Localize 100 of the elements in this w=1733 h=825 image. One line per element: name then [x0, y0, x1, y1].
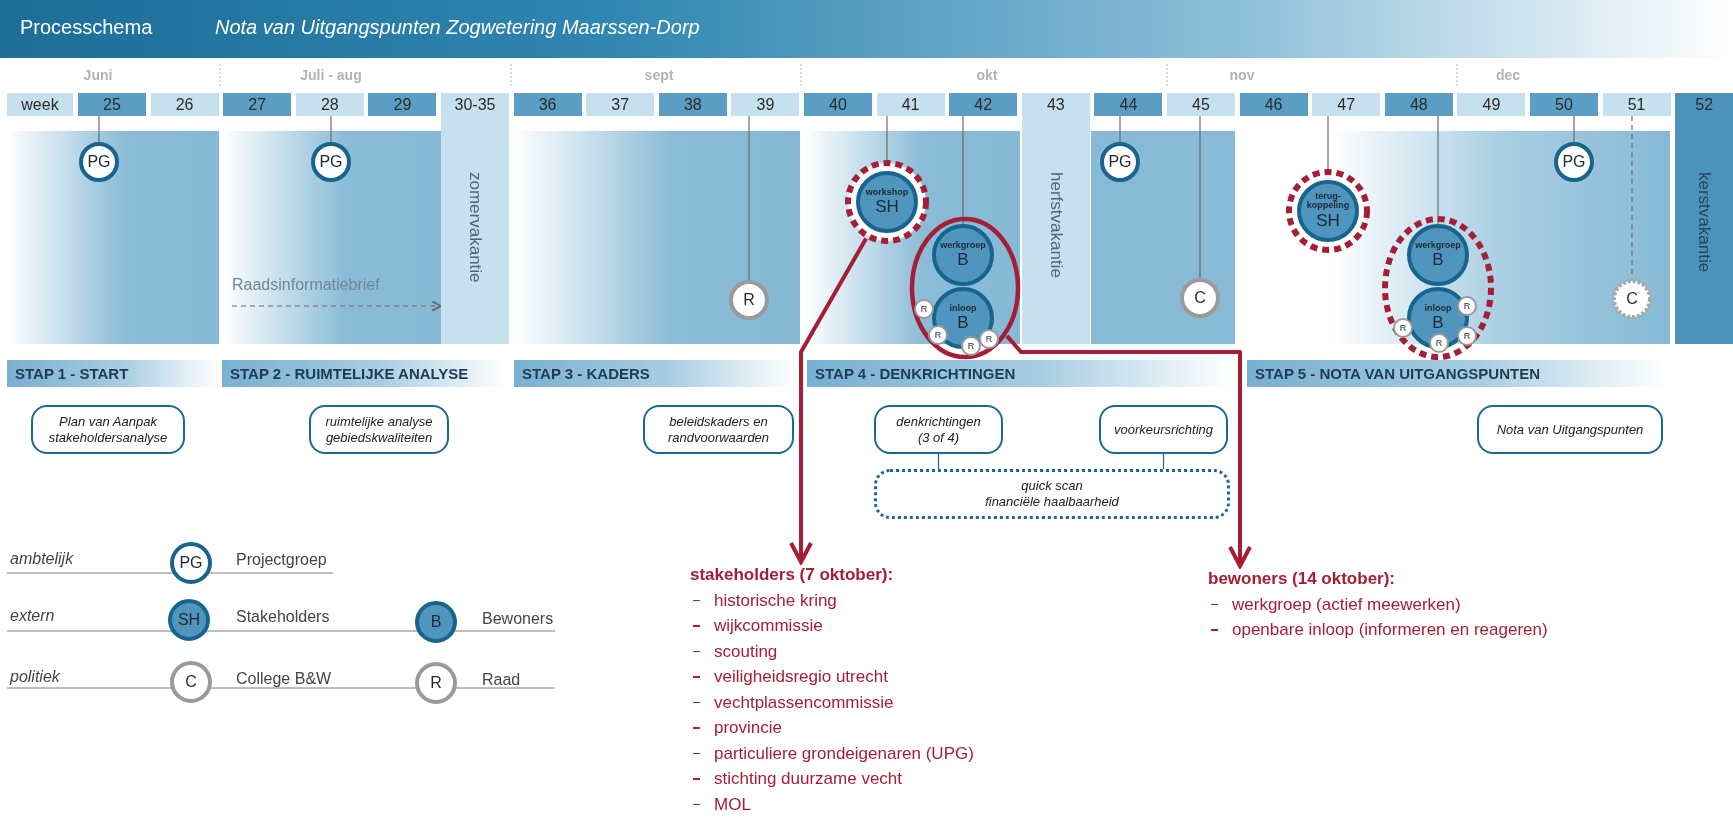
circle-caption: werkgroep [939, 240, 987, 250]
list-item: MOL [690, 791, 1080, 817]
circle-letter: SH [875, 196, 899, 217]
arrow [789, 237, 868, 564]
week-cell: 50 [1530, 93, 1598, 116]
week-cell: 42 [949, 93, 1018, 116]
meeting-circle [845, 160, 929, 244]
connector-line [1119, 115, 1121, 143]
circle-letter: B [957, 312, 969, 333]
legend-circle: PG [170, 542, 212, 584]
legend-circle: SH [168, 599, 210, 641]
node-label: Stakeholders [236, 608, 330, 626]
list-item: vechtplassencommissie [690, 689, 1080, 715]
connector-line [1327, 115, 1329, 170]
result-box: voorkeursrichting [1099, 405, 1228, 454]
category-label: ambtelijk [10, 550, 74, 568]
week-number: 30-35 [454, 95, 496, 115]
result-box: beleidskaders en randvoorwaarden [643, 405, 794, 454]
connector-line [886, 115, 888, 161]
node-label: College B&W [236, 670, 332, 688]
holiday-label: herfstvakantie [1045, 172, 1066, 278]
week-cell: 29 [368, 93, 437, 116]
connector-line [1573, 115, 1575, 143]
list-item: openbare inloop (informeren en reageren) [1208, 617, 1628, 643]
circle-letter: B [957, 249, 969, 270]
circle-caption: inloop [1423, 303, 1453, 313]
meeting-circle [1407, 224, 1469, 286]
circle-letter: B [1432, 249, 1444, 270]
holiday-label: zomervakantie [465, 172, 485, 283]
dashed-arrow [231, 300, 442, 312]
node-label: Projectgroep [236, 551, 327, 569]
week-cell: 47 [1312, 93, 1381, 116]
circle-letter: SH [1316, 210, 1340, 231]
dotted-box [874, 469, 1230, 519]
connector-line [748, 115, 750, 281]
legend-circle: B [415, 601, 457, 643]
legend-circle: R [415, 662, 457, 704]
connector-line [962, 115, 964, 225]
connector-line [1437, 115, 1439, 225]
week-cell: 36 [513, 93, 582, 116]
circle-caption: inloop [948, 303, 978, 313]
meeting-circle: C [1180, 278, 1220, 318]
list-item: historische kring [690, 587, 1080, 613]
month-label: nov [1229, 67, 1255, 83]
meeting-circle: PG [311, 142, 351, 182]
week-cell: 25 [78, 93, 146, 116]
list-item: particuliere grondeigenaren (UPG) [690, 740, 1080, 766]
result-box: denkrichtingen (3 of 4) [874, 405, 1003, 454]
holiday-label: kerstvakantie [1694, 172, 1715, 273]
list-item: veiligheidsregio utrecht [690, 664, 1080, 690]
box-text: financiële haalbaarheid [985, 494, 1119, 510]
week-cell: 39 [731, 93, 800, 116]
diagram-title: Processchema [20, 16, 153, 39]
week-cell: 51 [1602, 93, 1671, 116]
node-label: Raad [482, 671, 521, 689]
month-label: Juli - aug [300, 67, 362, 83]
node-label: Bewoners [482, 610, 554, 628]
week-cell: 37 [586, 93, 655, 116]
meeting-circle: PG [1100, 142, 1140, 182]
week-cell: 28 [295, 93, 364, 116]
list-heading: bewoners (14 oktober): [1208, 568, 1397, 590]
holiday-column [1675, 93, 1733, 344]
week-cell: 46 [1239, 93, 1308, 116]
category-label: extern [10, 607, 55, 625]
circle-letter: B [1432, 312, 1444, 333]
list-item: werkgroep (actief meewerken) [1208, 591, 1628, 617]
meeting-circle: R [729, 280, 769, 320]
small-circle: R [1429, 333, 1449, 353]
meeting-circle [1286, 169, 1370, 253]
legend-circle: C [170, 661, 212, 703]
list-item: wijkcommissie [690, 613, 1080, 639]
result-box: ruimtelijke analyse gebiedskwaliteiten [309, 405, 449, 454]
month-label: okt [976, 67, 998, 83]
connector-line [1631, 115, 1633, 280]
week-cell: 38 [658, 93, 727, 116]
week-cell: 45 [1167, 93, 1235, 116]
week-cell: week [7, 93, 73, 116]
highlight-ellipse [909, 216, 1021, 360]
connector-line [98, 115, 100, 143]
week-cell: 48 [1384, 93, 1453, 116]
result-box: Plan van Aanpak stakeholdersanalyse [31, 405, 185, 454]
week-cell: 41 [876, 93, 945, 116]
connector-line [330, 115, 332, 143]
connector-line [1199, 115, 1201, 279]
list-heading: stakeholders (7 oktober): [690, 564, 895, 586]
box-text: quick scan [1021, 478, 1083, 494]
meeting-circle [932, 224, 994, 286]
week-number: 43 [1046, 95, 1065, 115]
small-circle: R [961, 336, 981, 356]
meeting-circle: PG [1554, 142, 1594, 182]
week-cell: 44 [1094, 93, 1163, 116]
circle-caption: workshop [864, 187, 910, 197]
week-cell: 40 [804, 93, 872, 116]
result-box: Nota van Uitgangspunten [1477, 405, 1663, 454]
month-label: dec [1495, 67, 1521, 83]
week-cell: 49 [1457, 93, 1526, 116]
meeting-circle: C [1612, 279, 1652, 319]
circle-caption: werkgroep [1414, 240, 1462, 250]
highlight-ellipse [1382, 216, 1494, 360]
category-label: politiek [10, 668, 60, 686]
